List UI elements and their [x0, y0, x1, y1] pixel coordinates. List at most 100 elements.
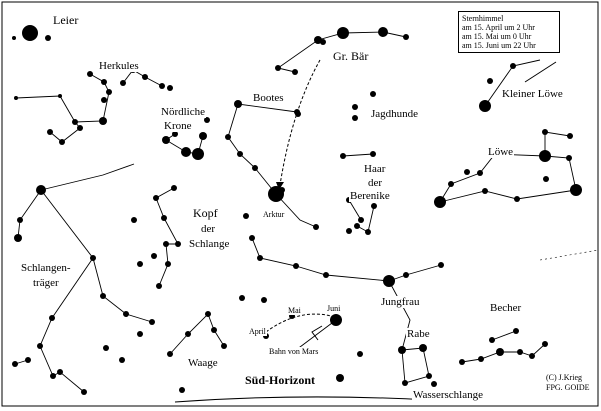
constellation-line	[251, 237, 390, 282]
constellation-line	[275, 193, 317, 228]
constellation-line	[461, 343, 546, 363]
label-noerdliche: Nördliche	[160, 106, 206, 118]
mars-path	[261, 313, 339, 336]
label-becher: Becher	[489, 302, 523, 314]
constellation-line	[165, 133, 204, 155]
constellation-line	[122, 69, 163, 87]
note-line: am 15. Juni um 22 Uhr	[462, 41, 536, 50]
constellation-line	[40, 189, 153, 323]
constellation-line	[484, 59, 541, 107]
label-berenike: Berenike	[349, 190, 391, 202]
constellation-line	[40, 163, 135, 191]
constellation-line	[401, 347, 430, 384]
star	[352, 104, 358, 110]
star	[151, 253, 157, 259]
constellation-line	[348, 199, 362, 221]
label-juni: Juni	[326, 304, 342, 313]
note-title: Sternhimmel	[462, 14, 504, 23]
star	[543, 176, 549, 182]
label-schlange: Schlange	[188, 238, 231, 250]
label-jungfrau: Jungfrau	[380, 296, 421, 308]
constellation-line	[439, 153, 577, 203]
visibility-note: Sternhimmel am 15. April um 2 Uhr am 15.…	[458, 11, 560, 53]
star	[352, 115, 358, 121]
star	[370, 91, 376, 97]
label-traeger: träger	[32, 277, 60, 289]
label-sued-horizont: Süd-Horizont	[244, 373, 317, 387]
ecliptic-hint	[539, 249, 599, 261]
constellation-line	[17, 189, 42, 239]
label-herkules: Herkules	[98, 60, 140, 72]
constellation-line	[39, 257, 94, 393]
note-connector	[524, 61, 557, 83]
star	[119, 357, 125, 363]
note-line: am 15. Mai um 0 Uhr	[462, 32, 532, 41]
arktur-pointer-arrow	[276, 182, 284, 190]
star	[336, 374, 344, 382]
constellation-line	[14, 359, 29, 365]
constellation-line	[544, 131, 571, 156]
constellation-line	[491, 330, 517, 341]
constellation-line	[388, 264, 442, 282]
star	[239, 295, 245, 301]
label-wasserschlange: Wasserschlange	[412, 389, 484, 401]
constellation-line	[388, 280, 411, 351]
label-arktur: Arktur	[262, 210, 286, 219]
star	[320, 39, 326, 45]
star	[487, 78, 493, 84]
constellation-line	[356, 205, 375, 233]
star	[357, 351, 363, 357]
label-loewe: Löwe	[487, 146, 515, 158]
constellation-line	[227, 103, 298, 195]
star	[103, 345, 109, 351]
label-april: April	[248, 327, 267, 336]
star	[464, 169, 470, 175]
label-gr-baer: Gr. Bär	[332, 49, 370, 63]
star	[295, 111, 301, 117]
constellation-line	[276, 31, 407, 73]
label-der: der	[364, 177, 386, 189]
label-kopf: Kopf	[192, 206, 219, 220]
constellation-line	[158, 243, 169, 287]
star	[279, 187, 285, 193]
label-waage: Waage	[187, 357, 219, 369]
label-leier: Leier	[52, 13, 80, 27]
label-bahn-von-mars: Bahn von Mars	[268, 347, 320, 356]
label-haar: Haar	[363, 163, 386, 175]
star	[131, 217, 137, 223]
star	[179, 387, 185, 393]
label-krone: Krone	[163, 120, 193, 132]
label-rabe: Rabe	[406, 328, 431, 340]
constellation-line	[15, 73, 110, 123]
horizon-line	[174, 396, 431, 403]
label-kleiner-loewe: Kleiner Löwe	[501, 88, 564, 100]
star	[101, 97, 107, 103]
star	[12, 36, 16, 40]
constellation-line	[49, 121, 81, 143]
note-line: am 15. April um 2 Uhr	[462, 23, 535, 32]
credit-line: FPG. GOIDE	[545, 383, 591, 392]
credit-line: (C) J.Krieg	[545, 373, 583, 382]
label-mai: Mai	[287, 306, 302, 315]
label-bootes: Bootes	[252, 92, 285, 104]
constellation-line	[169, 313, 225, 355]
constellation-line	[295, 319, 337, 351]
star	[431, 381, 437, 387]
arktur-pointer	[279, 59, 321, 186]
star	[137, 331, 143, 337]
star	[346, 228, 352, 234]
star	[45, 35, 51, 41]
star	[22, 25, 38, 41]
star	[204, 117, 210, 123]
constellation-line	[155, 187, 179, 245]
star	[137, 261, 143, 267]
star	[243, 213, 249, 219]
star	[167, 85, 173, 91]
star	[261, 297, 267, 303]
constellation-line	[439, 189, 577, 203]
constellation-line	[342, 153, 374, 157]
label-jagdhunde: Jagdhunde	[370, 108, 420, 120]
